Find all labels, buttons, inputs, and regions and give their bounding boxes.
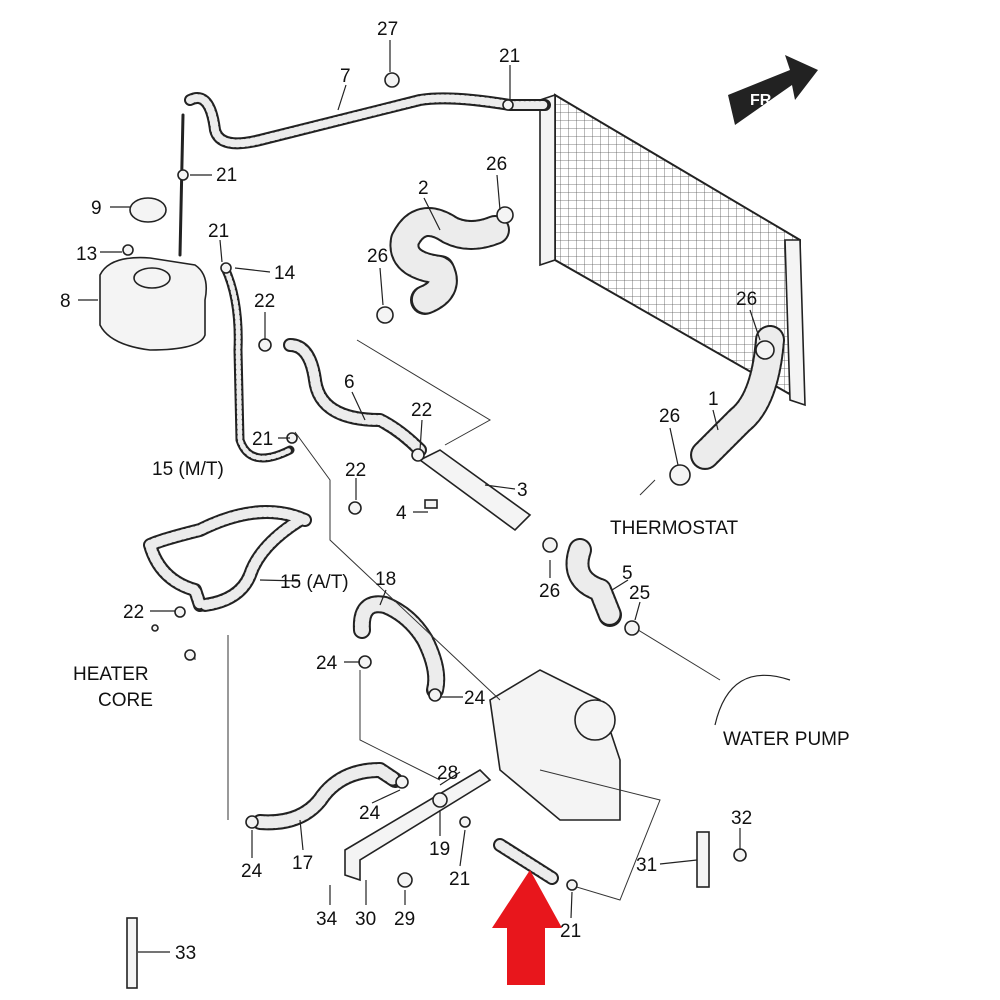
label-22: 22 [345,460,366,481]
label-26: 26 [486,154,507,175]
front-direction-arrow-icon: FR [728,55,818,125]
callout-labels: 27 7 21 21 9 2 26 21 13 14 8 22 26 26 6 … [60,19,850,964]
label-24: 24 [464,688,486,709]
label-1: 1 [708,389,719,410]
label-32: 32 [731,808,752,829]
label-31: 31 [636,855,657,876]
mounting-bracket [126,768,710,989]
label-27: 27 [377,19,398,40]
label-heater: HEATER [73,664,149,685]
label-24: 24 [241,861,263,882]
hose-clamps [151,72,775,891]
label-8: 8 [60,291,71,312]
label-25: 25 [629,583,650,604]
label-5: 5 [622,563,633,584]
label-26: 26 [736,289,757,310]
label-21: 21 [449,869,470,890]
label-15-mt: 15 (M/T) [152,459,224,480]
radiator [539,93,806,407]
label-water-pump: WATER PUMP [723,729,850,750]
label-34: 34 [316,909,338,930]
leader-lines [78,40,761,953]
label-thermostat: THERMOSTAT [610,518,738,539]
label-30: 30 [355,909,376,930]
tank-cap [129,197,167,223]
hoses [143,92,785,885]
label-22: 22 [411,400,432,421]
label-22: 22 [123,602,144,623]
label-7: 7 [340,66,351,87]
label-9: 9 [91,198,102,219]
label-29: 29 [394,909,415,930]
label-18: 18 [375,569,396,590]
label-26: 26 [367,246,388,267]
label-3: 3 [517,480,528,501]
label-21: 21 [216,165,237,186]
label-24: 24 [316,653,338,674]
label-22: 22 [254,291,275,312]
label-2: 2 [418,178,429,199]
fr-badge-text: FR [750,92,772,109]
label-15-at: 15 (A/T) [280,572,349,593]
label-core: CORE [98,690,153,711]
label-24: 24 [359,803,381,824]
label-21: 21 [499,46,520,67]
expansion-tank [99,197,208,351]
label-19: 19 [429,839,450,860]
label-26: 26 [539,581,560,602]
label-33: 33 [175,943,196,964]
label-14: 14 [274,263,296,284]
label-4: 4 [396,503,407,524]
label-13: 13 [76,244,97,265]
cap-nut [122,244,134,256]
label-28: 28 [437,763,458,784]
red-pointer-arrow [492,870,562,985]
coolant-pipe [418,449,532,532]
label-26: 26 [659,406,680,427]
label-6: 6 [344,372,355,393]
cable-tie [126,917,138,989]
label-21: 21 [208,221,229,242]
guide-lines [194,339,721,901]
label-21: 21 [252,429,273,450]
label-21: 21 [560,921,581,942]
label-17: 17 [292,853,313,874]
